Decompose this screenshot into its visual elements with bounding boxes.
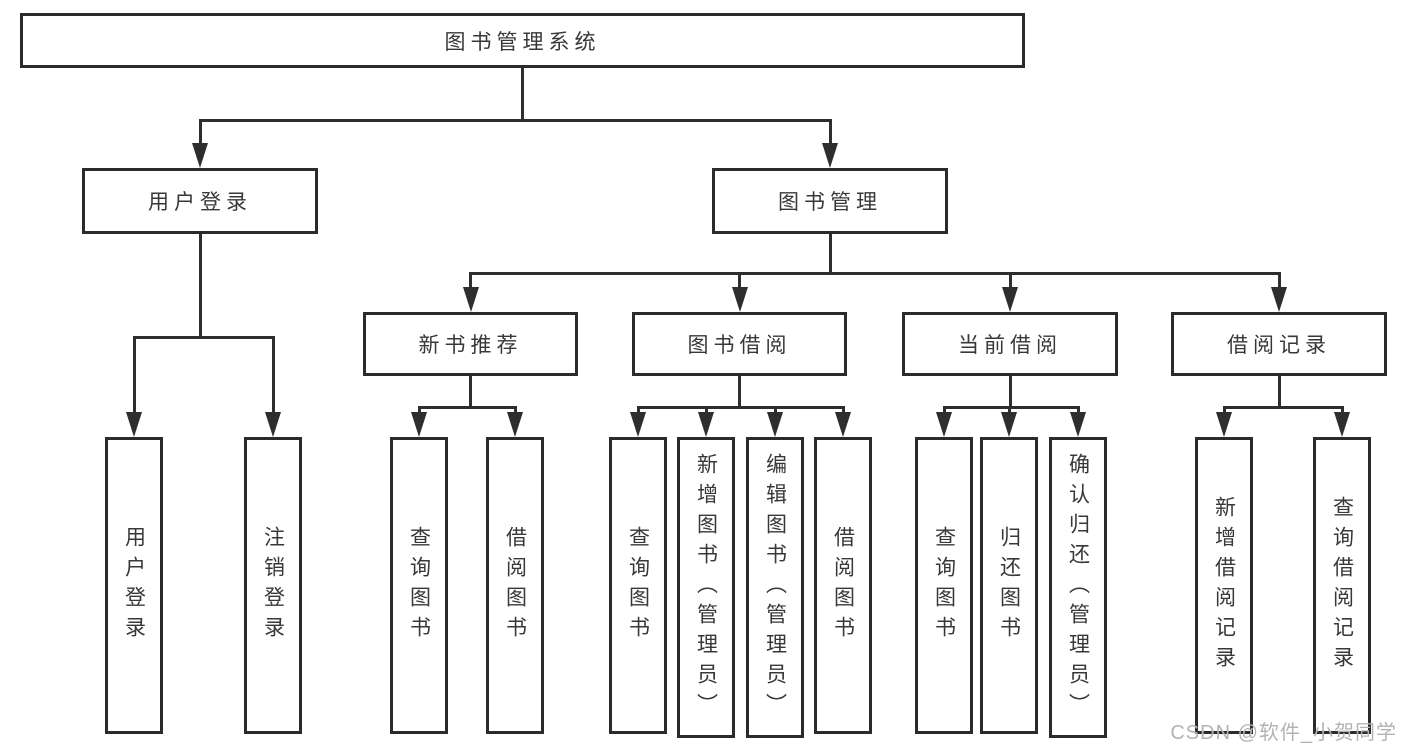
arrowhead-down-icon [265, 412, 281, 437]
connector-line [828, 234, 832, 275]
connector-line [417, 406, 517, 409]
connector-line [469, 376, 472, 409]
node-leaf-edit-book: 编辑图书（管理员） [746, 437, 804, 738]
arrowhead-down-icon [126, 412, 142, 437]
arrowhead-down-icon [698, 412, 714, 437]
connector-line [198, 119, 202, 150]
connector-line [1008, 272, 1012, 294]
connector-line [738, 272, 741, 294]
arrowhead-down-icon [1001, 412, 1017, 437]
connector-line [132, 336, 136, 419]
node-leaf-logout: 注销登录 [244, 437, 302, 734]
node-leaf-add-record: 新增借阅记录 [1195, 437, 1253, 734]
connector-line [1008, 376, 1012, 409]
node-leaf-query-book-1: 查询图书 [390, 437, 448, 734]
connector-line [1277, 272, 1281, 294]
arrowhead-down-icon [767, 412, 783, 437]
arrowhead-down-icon [192, 143, 208, 168]
arrowhead-down-icon [835, 412, 851, 437]
arrowhead-down-icon [1216, 412, 1232, 437]
connector-line [636, 406, 845, 409]
node-book-mgmt: 图书管理 [712, 168, 948, 234]
arrowhead-down-icon [630, 412, 646, 437]
node-leaf-query-record: 查询借阅记录 [1313, 437, 1371, 734]
node-new-book-rec: 新书推荐 [363, 312, 578, 376]
connector-line [828, 119, 832, 150]
connector-line [521, 68, 524, 122]
connector-line [1277, 376, 1281, 409]
arrowhead-down-icon [936, 412, 952, 437]
node-current-borrow: 当前借阅 [902, 312, 1118, 376]
node-leaf-confirm-return: 确认归还（管理员） [1049, 437, 1107, 738]
connector-line [942, 406, 1080, 409]
connector-line [469, 272, 1281, 275]
node-book-borrow: 图书借阅 [632, 312, 847, 376]
connector-line [271, 336, 275, 419]
node-leaf-borrow-book-2: 借阅图书 [814, 437, 872, 734]
connector-line [198, 119, 832, 122]
connector-line [198, 234, 202, 339]
node-leaf-query-book-2: 查询图书 [609, 437, 667, 734]
node-leaf-borrow-book-1: 借阅图书 [486, 437, 544, 734]
arrowhead-down-icon [1002, 287, 1018, 312]
node-user-login: 用户登录 [82, 168, 318, 234]
node-leaf-add-book: 新增图书（管理员） [677, 437, 735, 738]
csdn-watermark: CSDN @软件_小贺同学 [1170, 722, 1397, 744]
arrowhead-down-icon [1334, 412, 1350, 437]
connector-line [1222, 406, 1344, 409]
connector-line [738, 376, 741, 409]
node-leaf-query-book-3: 查询图书 [915, 437, 973, 734]
arrowhead-down-icon [731, 287, 748, 312]
connector-line [469, 272, 472, 294]
arrowhead-down-icon [1070, 412, 1086, 437]
node-root: 图书管理系统 [20, 13, 1025, 68]
arrowhead-down-icon [1271, 287, 1287, 312]
node-leaf-user-login: 用户登录 [105, 437, 163, 734]
arrowhead-down-icon [411, 412, 427, 437]
arrowhead-down-icon [507, 412, 523, 437]
connector-line [132, 336, 275, 339]
arrowhead-down-icon [822, 143, 838, 168]
node-leaf-return-book: 归还图书 [980, 437, 1038, 734]
node-borrow-records: 借阅记录 [1171, 312, 1387, 376]
arrowhead-down-icon [462, 287, 479, 312]
